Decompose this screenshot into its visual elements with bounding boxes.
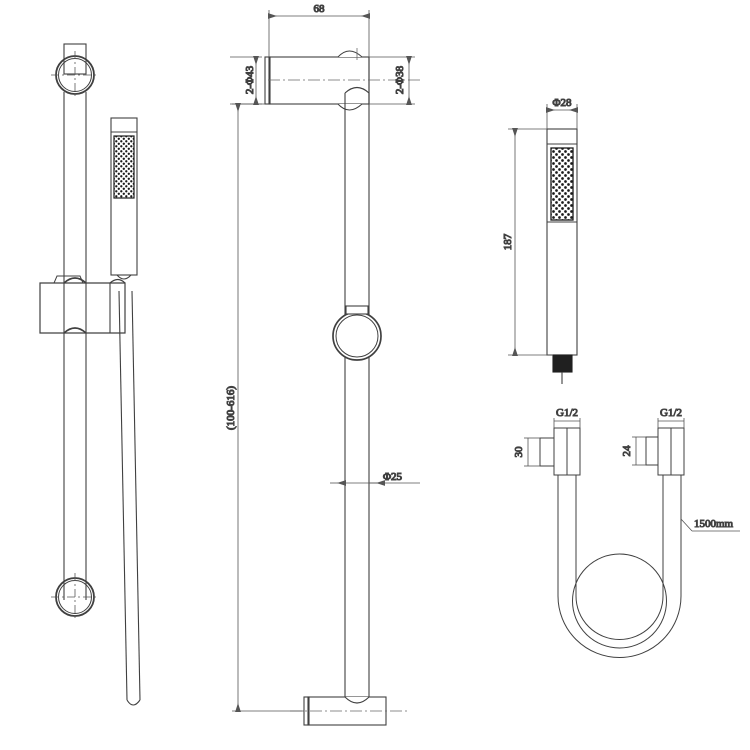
assembly-bottom-bracket-centermark (51, 573, 99, 621)
dimension-hole-left-label: 2-Φ43 (244, 65, 256, 94)
rail-tube (344, 86, 370, 697)
slide-rail-view: 68 2-Φ43 2-Φ38 (100-616) Φ25 (224, 2, 420, 726)
dimension-hole-right-label: 2-Φ38 (394, 65, 406, 94)
dimension-outlet-nut-length-label: 24 (621, 445, 633, 457)
dimension-inlet-thread-label: G1/2 (556, 407, 578, 419)
assembly-hose (118, 290, 141, 706)
rail-centerline (268, 48, 420, 712)
dimension-rail-diameter-label: Φ25 (383, 471, 403, 483)
dimension-hose-length-label: 1500mm (694, 518, 734, 530)
dimension-rail-travel (232, 103, 304, 712)
dimension-outlet-nut-length (632, 436, 646, 466)
dimension-bracket-width (268, 10, 370, 57)
hose-loop (557, 553, 682, 658)
assembly-handset (110, 117, 138, 280)
hose-inlet-shaft (557, 475, 577, 596)
assembly-rail-tube (63, 92, 87, 600)
rail-slider-ring (332, 305, 382, 361)
assembly-slider-holder (39, 275, 126, 334)
dimension-inlet-nut-length (524, 437, 540, 467)
rail-top-bracket (264, 50, 370, 111)
dimension-inlet-nut-length-label: 30 (513, 446, 525, 458)
dimension-hose-length-leader (680, 518, 740, 532)
dimension-outlet-thread-label: G1/2 (660, 407, 682, 419)
dimension-bracket-width-label: 68 (314, 3, 326, 15)
dimension-rail-travel-label: (100-616) (225, 386, 237, 430)
dimension-handset-diameter (546, 104, 578, 129)
assembly-view (39, 43, 141, 706)
hose-outlet-shaft (662, 475, 682, 596)
hose-inlet-connector (539, 427, 581, 476)
dimension-handset-length-label: 187 (502, 233, 514, 250)
assembly-top-bracket-centermark (51, 51, 99, 99)
dimension-inlet-thread (553, 418, 581, 428)
dimension-outlet-thread (657, 418, 685, 428)
dimension-handset-length (508, 128, 553, 356)
handset-body (546, 128, 578, 356)
handset-connector (552, 354, 573, 384)
dimension-hole-right (369, 56, 415, 105)
hose-view: G1/2 G1/2 30 24 1500mm (513, 407, 740, 658)
handset-view: Φ28 187 (501, 96, 578, 384)
dimension-handset-diameter-label: Φ28 (552, 97, 572, 109)
hose-outlet-connector (645, 427, 685, 476)
